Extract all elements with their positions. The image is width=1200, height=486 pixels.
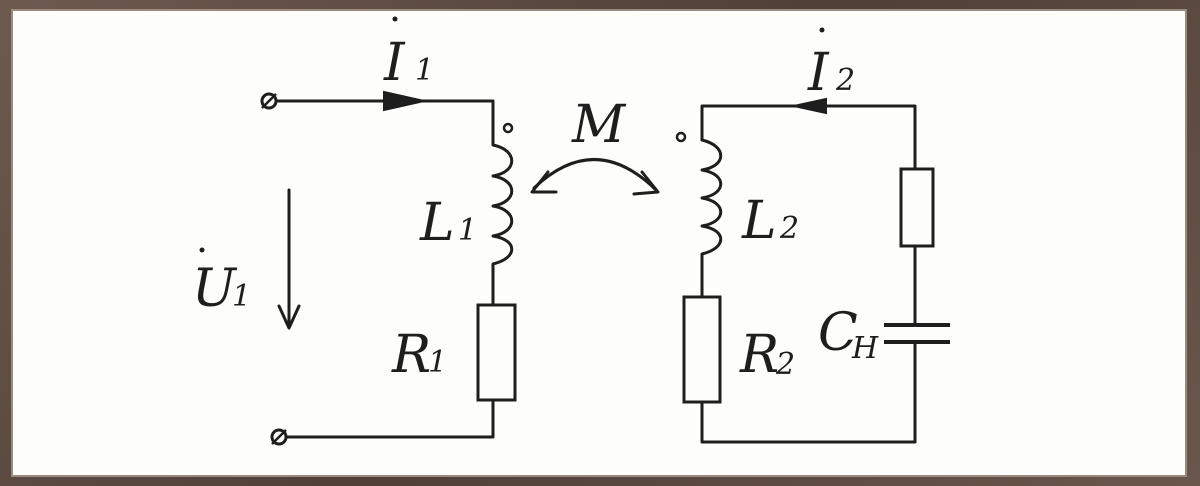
dot-polarity-l2 bbox=[675, 131, 687, 143]
inductor-l2-label: L bbox=[741, 191, 777, 251]
resistor-r1-subscript: 1 bbox=[428, 345, 447, 380]
primary-top-wire bbox=[274, 99, 495, 120]
primary-circuit bbox=[260, 90, 517, 446]
current-1-arrow bbox=[383, 90, 425, 112]
capacitor-subscript: H bbox=[851, 331, 879, 366]
labels: I 1 I 2 U 1 L 1 L 2 M R 1 R 2 C bbox=[192, 16, 879, 385]
inductor-l1-label: L bbox=[419, 193, 455, 253]
current-2-arrow bbox=[793, 97, 827, 115]
inductor-l1-subscript: 1 bbox=[458, 213, 477, 248]
resistor-r1-label: R bbox=[391, 325, 431, 385]
current-1-label: I bbox=[383, 33, 406, 93]
current-1-dot bbox=[392, 16, 398, 22]
capacitor-label: C bbox=[818, 303, 858, 363]
current-2-dot bbox=[819, 27, 825, 33]
resistor-r2-subscript: 2 bbox=[775, 347, 795, 382]
resistor-r1 bbox=[476, 303, 517, 402]
secondary-bottom-wire bbox=[700, 340, 917, 444]
mutual-arrow-right bbox=[632, 170, 660, 196]
voltage-1-label: U bbox=[192, 259, 238, 319]
primary-bottom-wire bbox=[284, 398, 495, 439]
dot-polarity-l1 bbox=[502, 122, 514, 134]
mutual-coupling bbox=[530, 158, 660, 196]
resistor-r2-label: R bbox=[739, 325, 779, 385]
voltage-1-dot bbox=[199, 247, 205, 253]
whiteboard-surface bbox=[11, 9, 1187, 477]
voltage-1-arrow bbox=[277, 188, 301, 330]
mutual-arc bbox=[532, 158, 658, 192]
mutual-label: M bbox=[571, 95, 627, 155]
voltage-1-subscript: 1 bbox=[232, 279, 251, 314]
secondary-circuit bbox=[675, 97, 950, 444]
inductor-l1 bbox=[491, 143, 514, 307]
load-resistor bbox=[899, 167, 935, 248]
inductor-l2-subscript: 2 bbox=[779, 211, 799, 246]
current-1-subscript: 1 bbox=[415, 53, 434, 88]
current-2-label: I bbox=[807, 43, 830, 103]
current-2-subscript: 2 bbox=[835, 63, 855, 98]
mutual-arrow-left bbox=[530, 170, 558, 194]
inductor-l2 bbox=[700, 138, 723, 299]
